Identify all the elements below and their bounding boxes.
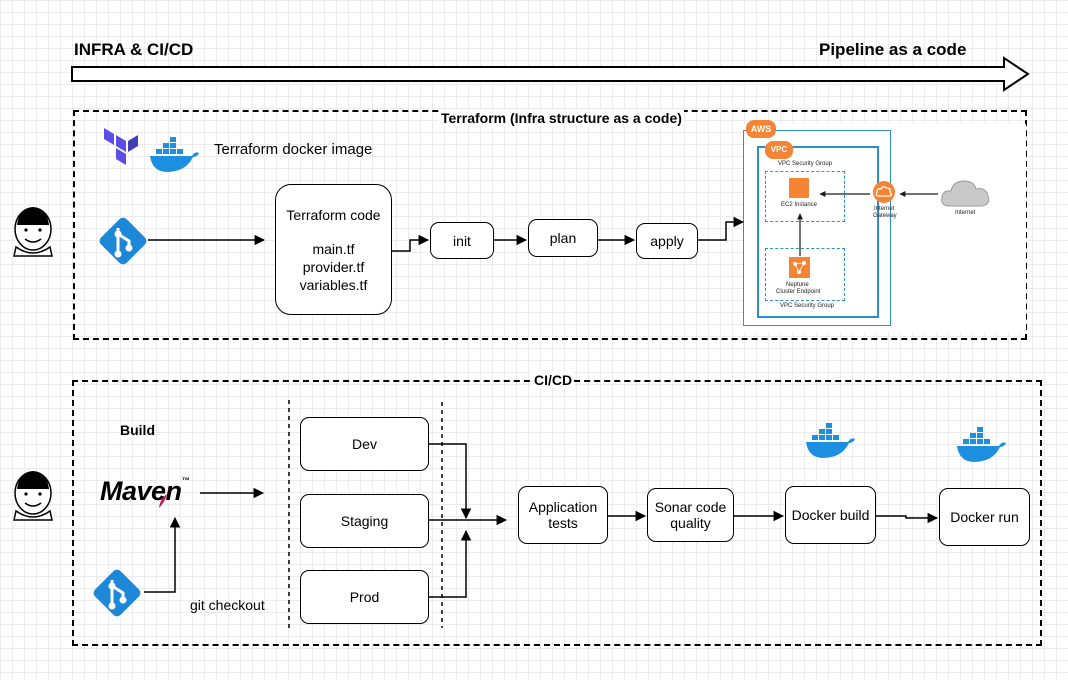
aws-badge: AWS [746,120,776,138]
docker-build-label: Docker build [791,507,870,523]
app-tests-label-1: Application [528,499,598,515]
terraform-code-title: Terraform code [286,206,381,223]
header-right-title: Pipeline as a code [819,40,967,59]
internet-label: Internet [955,210,976,216]
pipeline-arrow [71,56,1030,92]
app-tests-box: Application tests [518,486,608,544]
header-left-title: INFRA & CI/CD [74,40,194,59]
env-staging-label: Staging [340,513,389,529]
step-init: init [430,222,494,259]
env-prod-box: Prod [300,570,429,624]
docker-run-box: Docker run [939,488,1030,546]
maven-logo: Maven™ [100,476,190,506]
ec2-icon [789,178,809,198]
env-staging-box: Staging [300,494,429,548]
env-dev-label: Dev [352,436,377,452]
step-apply-label: apply [650,233,684,249]
cicd-frame-title: CI/CD [532,372,575,388]
git-checkout-label: git checkout [190,597,265,613]
docker-icon [957,427,1006,462]
step-init-label: init [453,232,471,249]
vpc-sg-bottom-label: VPC Security Group [780,303,835,309]
jenkins-icon [13,207,53,257]
docker-run-label: Docker run [950,509,1019,525]
git-icon [99,217,147,265]
ec2-label: EC2 Instance [781,202,818,208]
neptune-security-group [765,248,845,301]
neptune-label-2: Cluster Endpoint [776,289,821,295]
step-plan-label: plan [549,230,577,246]
env-prod-label: Prod [349,589,380,605]
igw-label-2: Gateway [873,213,897,219]
igw-label-1: Internet [874,206,895,212]
docker-icon [806,423,855,458]
sonar-label-1: Sonar code [654,499,727,515]
terraform-code-box: Terraform code main.tf provider.tf varia… [275,184,392,315]
internet-gateway-icon [873,181,895,203]
sonar-box: Sonar code quality [647,488,734,542]
git-icon [93,569,141,617]
build-label: Build [120,422,155,438]
step-apply: apply [636,223,698,259]
jenkins-icon [13,471,53,521]
maven-label: Maven [100,476,182,506]
neptune-label-1: Neptune [786,282,809,288]
neptune-icon [789,257,810,278]
aws-cloud-frame [743,130,891,326]
aws-canvas [744,124,1026,332]
docker-icon [150,137,199,172]
vpc-frame [757,146,879,318]
sonar-label-2: quality [670,515,711,531]
terraform-frame-title: Terraform (Infra structure as a code) [439,110,684,126]
terraform-file-main: main.tf [312,240,355,257]
vpc-sg-top-label: VPC Security Group [778,161,833,167]
terraform-icon [104,128,138,165]
terraform-docker-image-label: Terraform docker image [214,141,373,158]
env-dev-box: Dev [300,417,429,471]
step-plan: plan [528,219,598,257]
terraform-file-variables: variables.tf [299,276,368,293]
terraform-file-provider: provider.tf [302,258,365,275]
docker-build-box: Docker build [785,486,876,544]
ec2-security-group [765,171,845,222]
maven-feather-icon [159,494,167,508]
app-tests-label-2: tests [548,515,578,531]
cloud-icon [941,180,990,207]
vpc-badge: VPC [765,141,793,159]
